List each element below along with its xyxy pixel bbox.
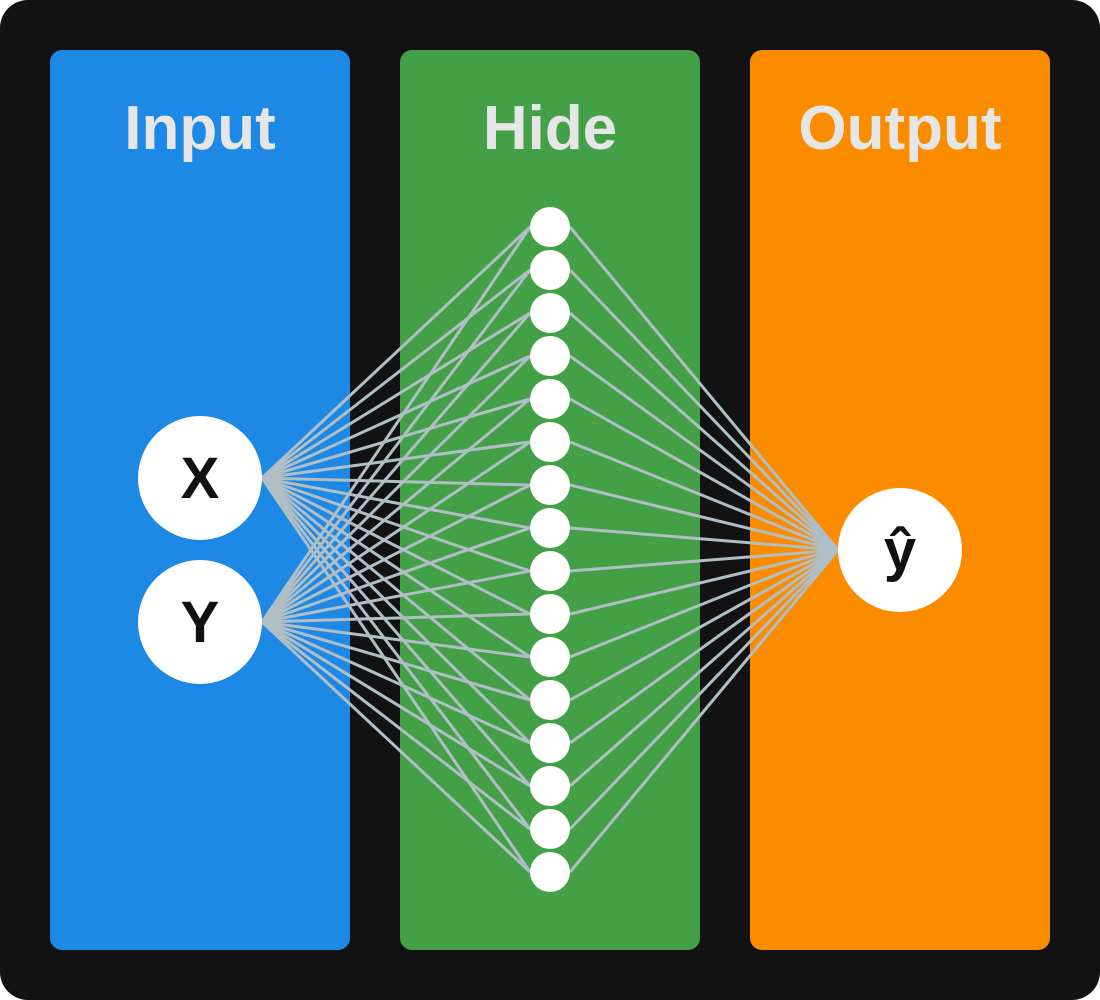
edge-hidden-4-output-0 xyxy=(569,397,839,552)
hidden-node-13 xyxy=(530,766,570,806)
edge-hidden-15-output-0 xyxy=(568,549,840,873)
output-layer-title: Output xyxy=(798,94,1002,163)
hidden-node-15 xyxy=(530,852,570,892)
edge-input-0-hidden-7 xyxy=(261,476,531,530)
edge-hidden-7-output-0 xyxy=(569,526,839,552)
edge-input-1-hidden-13 xyxy=(261,620,531,788)
edge-input-1-hidden-11 xyxy=(261,620,531,702)
edge-input-1-hidden-9 xyxy=(261,612,531,624)
edge-input-1-hidden-8 xyxy=(261,569,531,624)
input-node-label-0: X xyxy=(181,446,220,511)
edge-input-0-hidden-5 xyxy=(261,440,531,480)
edge-input-1-hidden-15 xyxy=(260,620,532,874)
edge-input-0-hidden-3 xyxy=(261,354,531,480)
edge-hidden-1-output-0 xyxy=(568,268,840,552)
edge-hidden-3-output-0 xyxy=(569,354,839,552)
input-node-0 xyxy=(138,416,262,540)
edge-input-1-hidden-0 xyxy=(260,226,532,623)
connections xyxy=(260,225,840,874)
edge-input-0-hidden-12 xyxy=(260,476,532,745)
edge-input-1-hidden-3 xyxy=(260,354,532,624)
edge-hidden-8-output-0 xyxy=(569,548,839,573)
hidden-node-6 xyxy=(530,465,570,505)
edge-hidden-10-output-0 xyxy=(569,548,839,659)
edge-input-0-hidden-6 xyxy=(261,476,531,487)
edge-input-0-hidden-0 xyxy=(260,225,532,480)
edge-hidden-14-output-0 xyxy=(568,548,840,831)
hidden-node-4 xyxy=(530,379,570,419)
hidden-node-14 xyxy=(530,809,570,849)
hidden-node-8 xyxy=(530,551,570,591)
hidden-node-0 xyxy=(530,207,570,247)
edge-input-1-hidden-2 xyxy=(260,312,532,623)
neurons: X Yŷ xyxy=(138,207,962,892)
output-node-label-0: ŷ xyxy=(884,518,916,583)
edge-hidden-2-output-0 xyxy=(569,311,839,552)
edge-hidden-13-output-0 xyxy=(569,548,839,788)
hidden-node-3 xyxy=(530,336,570,376)
edge-input-1-hidden-5 xyxy=(261,440,531,624)
edge-input-0-hidden-10 xyxy=(261,476,531,659)
edge-input-1-hidden-7 xyxy=(261,526,531,624)
edge-hidden-6-output-0 xyxy=(569,483,839,552)
edge-input-1-hidden-6 xyxy=(261,483,531,624)
edge-input-0-hidden-4 xyxy=(261,397,531,480)
edge-hidden-0-output-0 xyxy=(568,226,840,551)
edge-hidden-9-output-0 xyxy=(569,548,839,616)
edge-input-1-hidden-14 xyxy=(261,620,531,831)
edge-input-1-hidden-4 xyxy=(261,397,531,624)
input-layer-title: Input xyxy=(124,94,276,163)
edge-input-1-hidden-1 xyxy=(260,269,532,623)
edge-input-0-hidden-8 xyxy=(261,476,531,573)
edge-input-0-hidden-14 xyxy=(260,477,532,830)
edge-input-0-hidden-1 xyxy=(261,268,531,480)
hidden-node-7 xyxy=(530,508,570,548)
hidden-node-2 xyxy=(530,293,570,333)
edge-input-1-hidden-10 xyxy=(261,620,531,659)
hidden-node-1 xyxy=(530,250,570,290)
input-node-label-1: Y xyxy=(181,590,220,655)
edge-input-0-hidden-13 xyxy=(260,477,532,787)
edge-input-0-hidden-11 xyxy=(261,476,531,702)
edge-hidden-12-output-0 xyxy=(569,548,839,745)
hidden-node-5 xyxy=(530,422,570,462)
hidden-node-10 xyxy=(530,637,570,677)
edge-input-0-hidden-15 xyxy=(260,477,532,873)
edge-hidden-11-output-0 xyxy=(569,548,839,702)
edge-input-1-hidden-12 xyxy=(261,620,531,745)
edge-hidden-5-output-0 xyxy=(569,440,839,552)
edge-input-0-hidden-9 xyxy=(261,476,531,616)
hidden-layer-title: Hide xyxy=(482,94,618,163)
output-node-0 xyxy=(838,488,962,612)
edge-input-0-hidden-2 xyxy=(261,311,531,480)
hidden-node-11 xyxy=(530,680,570,720)
hidden-node-9 xyxy=(530,594,570,634)
hidden-node-12 xyxy=(530,723,570,763)
input-node-1 xyxy=(138,560,262,684)
